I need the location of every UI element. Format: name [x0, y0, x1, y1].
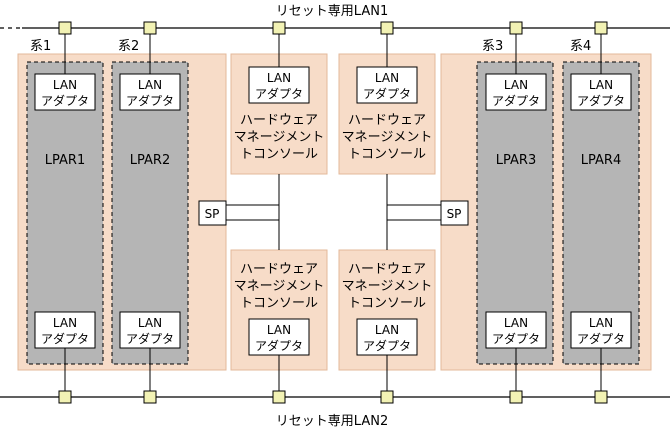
lan-adapter-lpar4-top [570, 73, 632, 111]
lan-adapter-text: アダプタ [363, 86, 411, 101]
system-label-1: 系1 [30, 39, 51, 54]
lan-adapter-text: アダプタ [363, 338, 411, 353]
hmc-label: ハードウェア [348, 113, 426, 128]
lan-adapter-text: アダプタ [492, 331, 540, 346]
lan-adapter-text: アダプタ [41, 331, 89, 346]
lpar4-label: LPAR4 [581, 153, 621, 168]
lan-adapter-text: LAN [53, 316, 77, 330]
lpar2-label: LPAR2 [130, 153, 170, 168]
lan-adapter-text: アダプタ [41, 93, 89, 108]
lan-adapter-lpar2-bottom [119, 311, 181, 349]
lan-adapter-hmc-bl [248, 318, 310, 356]
hmc-label: ハードウェア [240, 113, 318, 128]
lan-adapter-lpar3-bottom [485, 311, 547, 349]
hmc-label: トコンソール [240, 147, 318, 162]
lan-adapter-lpar2-top [119, 73, 181, 111]
lan1-port-4 [380, 21, 394, 35]
lan-adapter-text: LAN [589, 78, 613, 92]
lan2-port-3 [272, 390, 286, 404]
system-label-3: 系3 [482, 39, 503, 54]
hmc-label: トコンソール [348, 147, 426, 162]
lan-adapter-text: LAN [138, 78, 162, 92]
hmc-label: ハードウェア [348, 262, 426, 277]
hmc-label: マネージメント [234, 279, 325, 294]
lan-adapter-text: アダプタ [492, 93, 540, 108]
hmc-label: マネージメント [342, 279, 433, 294]
lan-adapter-lpar1-bottom [34, 311, 96, 349]
lan-adapter-lpar3-top [485, 73, 547, 111]
lan2-port-6 [594, 390, 608, 404]
hmc-label: ハードウェア [240, 262, 318, 277]
lan-adapter-text: LAN [504, 316, 528, 330]
system-label-2: 系2 [118, 39, 139, 54]
system-label-4: 系4 [570, 39, 591, 54]
lan2-port-1 [58, 390, 72, 404]
lan-adapter-text: LAN [375, 323, 399, 337]
lan-adapter-text: アダプタ [255, 338, 303, 353]
lan-adapter-lpar1-top [34, 73, 96, 111]
lan-adapter-hmc-tl [248, 66, 310, 104]
lan-adapter-lpar4-bottom [570, 311, 632, 349]
lan-adapter-hmc-br [356, 318, 418, 356]
lan-adapter-text: アダプタ [577, 93, 625, 108]
lan1-port-1 [58, 21, 72, 35]
hmc-label: マネージメント [234, 130, 325, 145]
lan2-port-5 [509, 390, 523, 404]
hmc-label: トコンソール [348, 296, 426, 311]
lan2-label: リセット専用LAN2 [276, 414, 388, 429]
lan2-port-2 [143, 390, 157, 404]
lan-adapter-text: LAN [589, 316, 613, 330]
lan-adapter-text: LAN [53, 78, 77, 92]
hmc-label: マネージメント [342, 130, 433, 145]
sp-left-label: SP [205, 207, 220, 221]
lan-adapter-text: LAN [375, 71, 399, 85]
lan-adapter-text: アダプタ [255, 86, 303, 101]
hmc-label: トコンソール [240, 296, 318, 311]
lan-adapter-text: LAN [267, 323, 291, 337]
lan1-port-2 [143, 21, 157, 35]
lan1-label: リセット専用LAN1 [276, 4, 388, 19]
lan2-port-4 [380, 390, 394, 404]
lan-adapter-text: アダプタ [126, 331, 174, 346]
lpar1-label: LPAR1 [45, 153, 85, 168]
lan-adapter-text: LAN [504, 78, 528, 92]
sp-right-box [440, 200, 469, 226]
lan-adapter-text: アダプタ [126, 93, 174, 108]
sp-right-label: SP [447, 207, 462, 221]
lan1-port-5 [509, 21, 523, 35]
lan-adapter-text: LAN [267, 71, 291, 85]
lan1-port-3 [272, 21, 286, 35]
lan1-port-6 [594, 21, 608, 35]
lpar3-label: LPAR3 [496, 153, 536, 168]
sp-left-box [198, 200, 227, 226]
lan-adapter-text: LAN [138, 316, 162, 330]
lan-adapter-hmc-tr [356, 66, 418, 104]
lan-adapter-text: アダプタ [577, 331, 625, 346]
